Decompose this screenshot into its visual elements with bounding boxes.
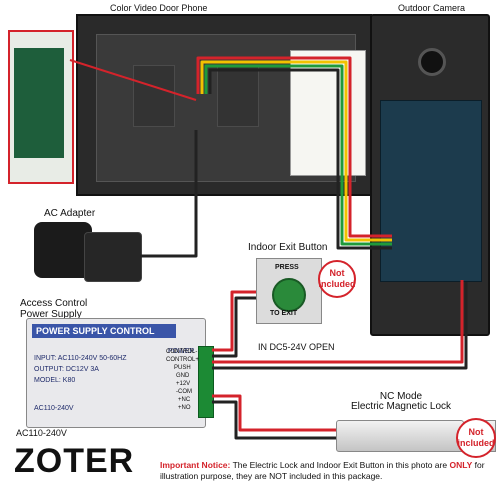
camera-lens-icon bbox=[418, 48, 446, 76]
psu-title: POWER SUPPLY CONTROL bbox=[32, 324, 176, 338]
terminal-label: GND bbox=[176, 373, 190, 379]
wire-lock-red bbox=[212, 394, 336, 432]
psu-output: OUTPUT: DC12V 3A bbox=[34, 366, 99, 373]
connector-board bbox=[14, 48, 64, 158]
psu-ac: AC110-240V bbox=[34, 405, 74, 412]
voltage-open-label: IN DC5-24V OPEN bbox=[258, 342, 335, 352]
camera-circuit-board bbox=[380, 100, 482, 282]
terminal-label: +12V bbox=[176, 381, 191, 387]
wire-exit-red bbox=[212, 290, 256, 352]
lock-label: NC Mode Electric Magnetic Lock bbox=[350, 391, 452, 412]
camera-label: Outdoor Camera bbox=[398, 3, 466, 13]
exit-to-exit-text: TO EXIT bbox=[270, 310, 298, 317]
wire-black bbox=[208, 68, 392, 250]
inset-pointer bbox=[69, 59, 197, 101]
ac-input-label: AC110-240V bbox=[16, 428, 67, 438]
psu-input: INPUT: AC110-240V 50-60HZ bbox=[34, 355, 127, 362]
important-notice: Important Notice: The Electric Lock and … bbox=[160, 460, 485, 481]
terminal-label: CONTROL+ bbox=[166, 357, 199, 363]
ac-adapter bbox=[34, 222, 92, 278]
terminal-label: CONTROL- bbox=[166, 349, 198, 355]
exit-push-button bbox=[272, 278, 306, 312]
psu-model: MODEL: K80 bbox=[34, 377, 76, 384]
adapter-label: AC Adapter bbox=[44, 208, 96, 219]
mount-slot bbox=[133, 65, 175, 127]
wire-red bbox=[196, 56, 392, 238]
wire-cam-black bbox=[212, 282, 468, 370]
wire-yellow bbox=[200, 60, 392, 242]
terminal-label: -COM bbox=[176, 389, 192, 395]
terminal-label: +NC bbox=[178, 397, 191, 403]
wire-cam-red bbox=[212, 280, 464, 364]
wire-exit-black bbox=[212, 296, 256, 358]
terminal-label: PUSH bbox=[174, 365, 191, 371]
wire-green bbox=[204, 64, 392, 246]
exit-press-text: PRESS bbox=[275, 264, 299, 271]
terminal-label: +NO bbox=[178, 405, 191, 411]
psu-label-line1: Access Control bbox=[20, 298, 88, 309]
psu-power-led-label: POWER bbox=[168, 348, 195, 355]
psu-terminal-block bbox=[198, 346, 214, 418]
wire-adapter bbox=[140, 130, 198, 258]
wire-lock-black bbox=[212, 400, 336, 440]
brand-logo: ZOTER bbox=[14, 442, 135, 480]
mount-slot bbox=[217, 65, 259, 127]
monitor-label: Color Video Door Phone bbox=[110, 3, 208, 13]
exit-button-label: Indoor Exit Button bbox=[248, 242, 328, 253]
psu-label-line2: Power Supply bbox=[20, 309, 82, 320]
